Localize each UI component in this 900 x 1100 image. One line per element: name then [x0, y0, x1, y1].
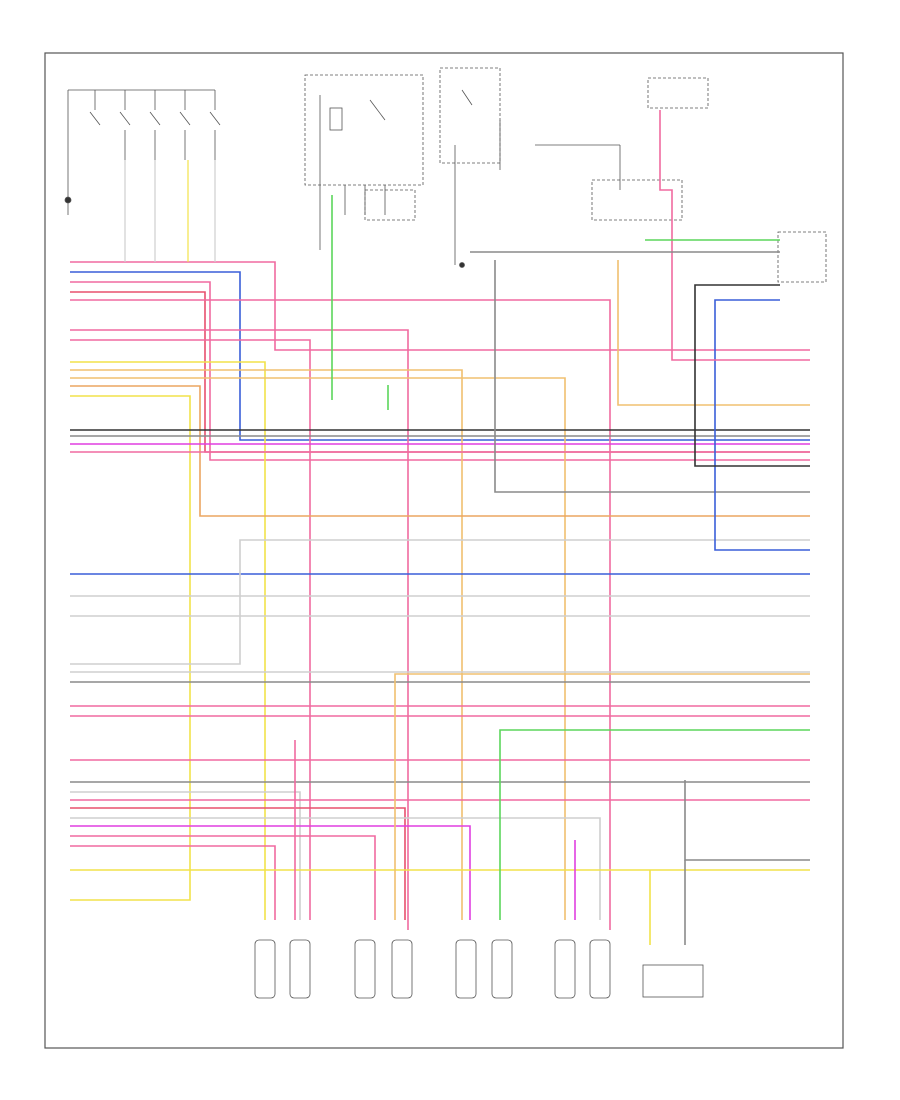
wire-35 — [499, 729, 810, 920]
wire-29 — [70, 817, 601, 920]
wire-6 — [70, 339, 311, 920]
wire-8 — [70, 369, 463, 920]
wires — [70, 110, 810, 945]
wire-9 — [70, 377, 566, 920]
module-top-right — [535, 77, 827, 283]
wire-3 — [70, 291, 810, 453]
wire-38 — [714, 299, 810, 551]
wire-28 — [70, 807, 406, 920]
wire-39 — [659, 110, 810, 361]
wire-1 — [70, 271, 810, 441]
wire-7 — [70, 361, 266, 920]
wire-19 — [70, 539, 810, 665]
wire-30 — [70, 825, 471, 920]
wire-31 — [70, 835, 376, 920]
wire-4 — [70, 299, 611, 930]
wire-34 — [394, 673, 810, 920]
wire-43 — [684, 780, 810, 861]
wire-10 — [70, 385, 810, 517]
relay-top-center — [304, 74, 424, 250]
wire-26 — [70, 791, 301, 920]
bottom-components — [254, 939, 704, 999]
wire-36 — [617, 260, 810, 406]
wire-32 — [70, 845, 276, 920]
relay-top-right-center — [439, 67, 501, 268]
diagram-border — [44, 52, 844, 1049]
wire-2 — [70, 281, 810, 461]
wire-11 — [70, 395, 191, 901]
wire-5 — [70, 329, 409, 930]
fuse-block-top-left — [64, 89, 221, 215]
wire-37 — [494, 260, 810, 493]
wire-0 — [70, 261, 810, 351]
wire-42 — [694, 284, 810, 467]
